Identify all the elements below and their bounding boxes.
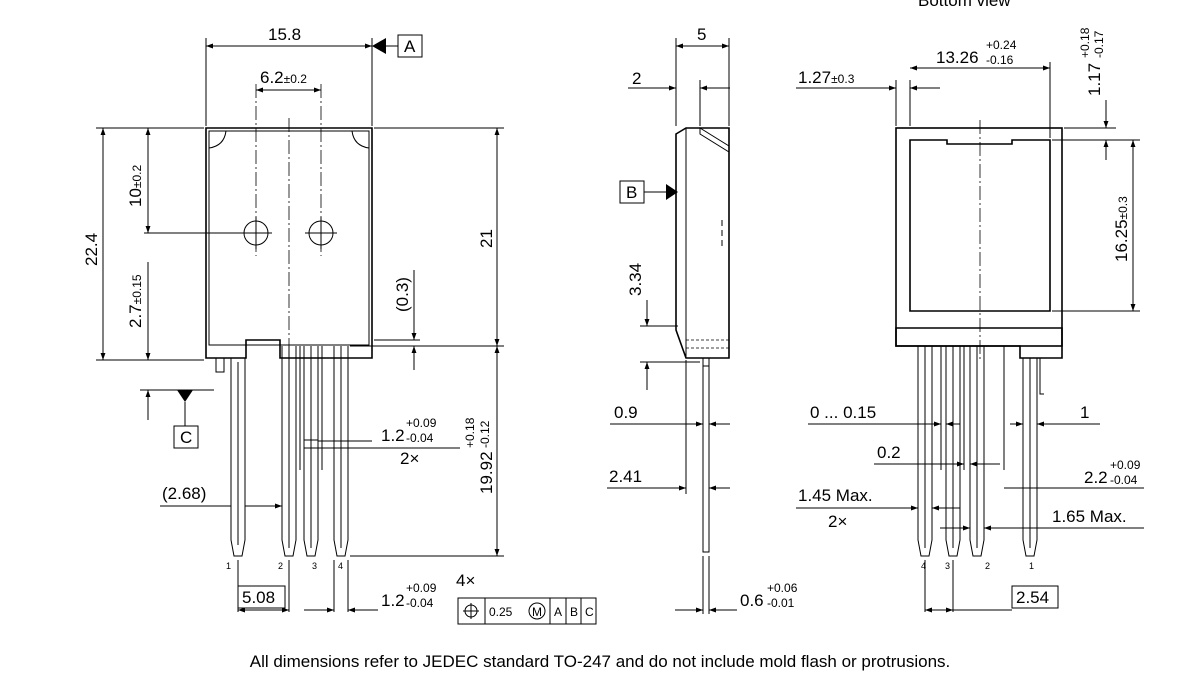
dim-range: 0 ... 0.15: [810, 403, 876, 422]
svg-text:13.26: 13.26: [936, 48, 979, 67]
bottom-leads: [917, 346, 1044, 557]
dim-lead-width-bottom-tol-plus: +0.09: [406, 581, 437, 595]
bottom-pad: [909, 139, 1051, 312]
front-pin-4: 4: [338, 561, 343, 571]
svg-text:6.2±0.2: 6.2±0.2: [260, 68, 307, 87]
front-pin-3: 3: [312, 561, 317, 571]
dim-top-gap-tol-minus: -0.17: [1092, 30, 1106, 58]
dim-lead-right2: 2.2: [1084, 468, 1108, 487]
front-view: 1 2 3 4 15.8 A 6.2±0.2 22.4 10±0.2 2.7±0…: [82, 25, 504, 613]
dim-bottom-pitch: 2.54: [1016, 588, 1049, 607]
footnote: All dimensions refer to JEDEC standard T…: [249, 652, 951, 671]
tolerance-ref-c: C: [585, 605, 594, 619]
dim-lead-length-tol-minus: -0.12: [478, 420, 492, 448]
dim-top-gap: 1.17: [1085, 63, 1104, 96]
dim-tab-thickness: 2: [632, 69, 641, 88]
position-icon: [463, 603, 479, 619]
dim-pad-width-tol-plus: +0.24: [986, 38, 1017, 52]
svg-text:1.2: 1.2: [381, 426, 405, 445]
bottom-view-label: Bottom view: [918, 0, 1011, 10]
tolerance-ref-b: B: [570, 605, 578, 619]
dim-pad-height-tol: ±0.3: [1116, 196, 1130, 220]
dim-side-height: 3.34: [626, 263, 645, 296]
bottom-pin-4: 4: [921, 561, 926, 571]
dim-lead-width-bottom: 1.2: [381, 591, 405, 610]
side-view: 5 2 B 3.34 0.9 2.41 0.6 +0.06 -0.01: [607, 25, 798, 614]
dim-edge-tol: ±0.3: [831, 72, 855, 86]
dim-lead-width-bottom-tol-minus: -0.04: [406, 596, 434, 610]
dim-hole-spacing: 6.2: [260, 68, 284, 87]
dim-lead-width-tol-minus: -0.04: [406, 431, 434, 445]
dim-top-gap-tol-plus: +0.18: [1078, 27, 1092, 58]
svg-text:10±0.2: 10±0.2: [126, 164, 145, 207]
dim-max1: 1.45 Max.: [798, 486, 873, 505]
svg-text:1.27±0.3: 1.27±0.3: [798, 68, 855, 87]
dim-pad-width-tol-minus: -0.16: [986, 53, 1014, 67]
front-pin-1: 1: [226, 561, 231, 571]
dim-base-offset-tol: ±0.15: [130, 274, 144, 304]
dim-lead-thickness-tol-minus: -0.01: [767, 596, 795, 610]
side-lead: [702, 358, 710, 553]
dim-small-gap: 0.2: [877, 443, 901, 462]
tolerance-frame: 4× 0.25 M A B C: [456, 571, 597, 625]
dim-side-thickness: 5: [697, 25, 706, 44]
dim-hole-spacing-tol: ±0.2: [284, 72, 308, 86]
datum-b: B: [626, 183, 637, 202]
dim-pad-height: 16.25: [1112, 219, 1131, 262]
dim-lead-width-count: 2×: [400, 449, 419, 468]
dim-max1-count: 2×: [828, 512, 847, 531]
svg-text:16.25±0.3: 16.25±0.3: [1112, 196, 1131, 262]
dim-lead-right: 1: [1080, 403, 1089, 422]
dim-lead-bend: 2.41: [609, 467, 642, 486]
side-body-outline: [675, 127, 730, 359]
dim-pitch: 5.08: [242, 588, 275, 607]
bottom-pin-2: 2: [985, 561, 990, 571]
dim-lead-offset: (2.68): [162, 484, 206, 503]
front-leads: [230, 346, 349, 557]
tolerance-value: 0.25: [489, 605, 513, 619]
bottom-pin-1: 1: [1029, 561, 1034, 571]
tolerance-modifier: M: [532, 605, 542, 619]
svg-text:19.92: 19.92: [477, 451, 496, 494]
dim-lead-right2-tol-minus: -0.04: [1110, 473, 1138, 487]
dim-lead-thickness-tol-plus: +0.06: [767, 581, 798, 595]
bottom-body-outline: [895, 127, 1063, 347]
svg-text:0.6: 0.6: [740, 591, 764, 610]
dim-lead-length: 19.92: [477, 451, 496, 494]
dim-edge: 1.27: [798, 68, 831, 87]
svg-text:1.17: 1.17: [1085, 63, 1104, 96]
dim-height-total: 22.4: [82, 233, 101, 266]
dim-lead-width-tol-plus: +0.09: [406, 416, 437, 430]
bottom-pin-3: 3: [945, 561, 950, 571]
dim-pad-width: 13.26: [936, 48, 979, 67]
svg-text:2.2: 2.2: [1084, 468, 1108, 487]
dim-lead-thickness: 0.6: [740, 591, 764, 610]
datum-a: A: [404, 37, 416, 56]
dim-max2: 1.65 Max.: [1052, 507, 1127, 526]
front-body-outline: [205, 127, 373, 359]
dim-hole-from-top-tol: ±0.2: [130, 164, 144, 188]
dim-width: 15.8: [268, 25, 301, 44]
tolerance-count: 4×: [456, 571, 475, 590]
dim-base-offset: 2.7: [126, 304, 145, 328]
dim-lead-length-tol-plus: +0.18: [463, 417, 477, 448]
bottom-view: Bottom view 4 3 2 1 1.27±0.3: [796, 0, 1144, 613]
dim-lead-offset-side: 0.9: [614, 403, 638, 422]
dim-lead-width: 1.2: [381, 426, 405, 445]
svg-text:1.2: 1.2: [381, 591, 405, 610]
dim-step: (0.3): [393, 277, 412, 312]
dim-body-height: 21: [477, 229, 496, 248]
svg-text:2.7±0.15: 2.7±0.15: [126, 274, 145, 328]
dim-hole-from-top: 10: [126, 188, 145, 207]
dim-lead-right2-tol-plus: +0.09: [1110, 458, 1141, 472]
tolerance-ref-a: A: [554, 605, 562, 619]
datum-c: C: [180, 428, 192, 447]
front-pin-2: 2: [278, 561, 283, 571]
